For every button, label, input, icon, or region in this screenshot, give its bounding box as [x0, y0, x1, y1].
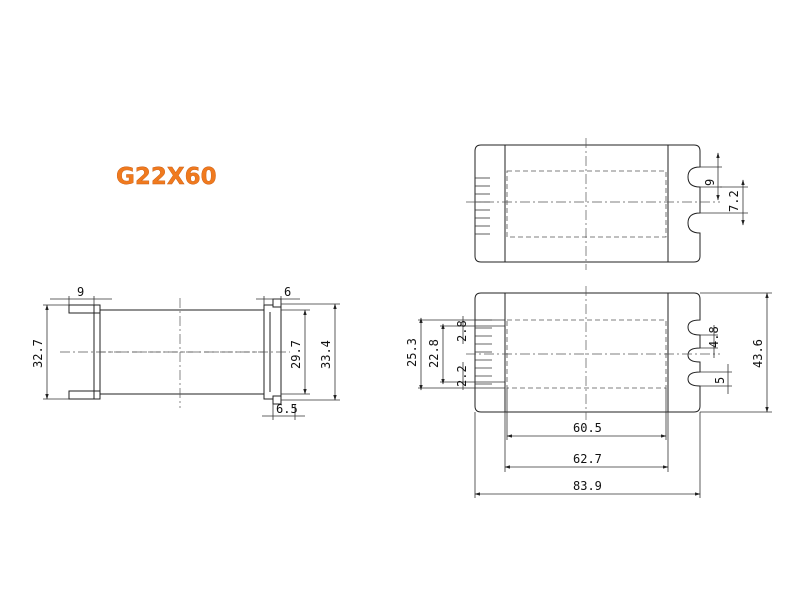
dim-inner-length: 60.5 [573, 421, 602, 435]
dim-flange-width: 9 [77, 285, 84, 299]
dim-slot-offset: 7.2 [727, 190, 741, 212]
right-flange-top-tab [272, 298, 282, 308]
left-flange-top [68, 304, 101, 314]
top-view-outline [474, 144, 701, 263]
drawing-title: G22X60 [116, 164, 217, 190]
dim-height-a: 25.3 [405, 338, 419, 367]
dim-slot-depth: 5 [713, 377, 727, 384]
left-flange-bottom [68, 390, 101, 400]
top-view: 9 7.2 [466, 138, 748, 270]
dim-pin-gap-top: 2.8 [455, 320, 469, 342]
dim-total-length: 83.9 [573, 479, 602, 493]
side-view: 9 6 32.7 29.7 33.4 6.5 [31, 285, 340, 420]
front-view-outline [474, 292, 701, 413]
dim-slot-width: 9 [703, 179, 717, 186]
dim-bottom-tab: 6.5 [276, 402, 298, 416]
dim-flange-right: 6 [284, 285, 291, 299]
dim-inner-height: 29.7 [289, 340, 303, 369]
dim-pin-gap-bottom: 2.2 [455, 365, 469, 387]
dim-height-b: 22.8 [427, 339, 441, 368]
dim-height-overall: 32.7 [31, 339, 45, 368]
front-view: 25.3 22.8 2.8 2.2 4.8 5 43.6 60.5 62.7 [405, 286, 772, 498]
dim-outer-height: 33.4 [319, 340, 333, 369]
dim-mid-length: 62.7 [573, 452, 602, 466]
dim-pin-pitch: 4.8 [707, 326, 721, 348]
dim-total-height: 43.6 [751, 339, 765, 368]
